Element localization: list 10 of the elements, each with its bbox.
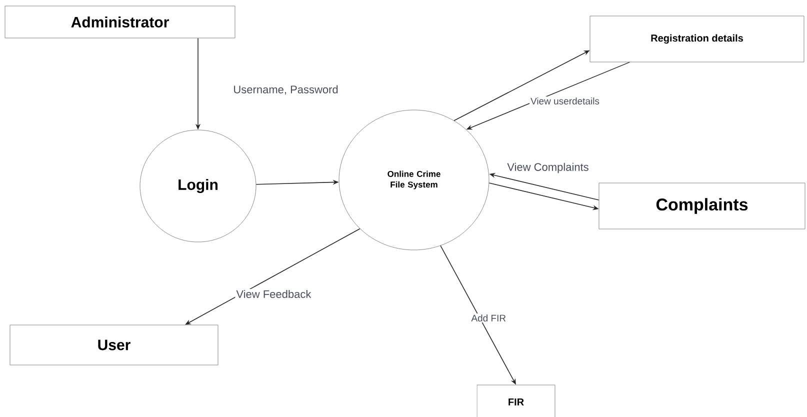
entity-box: Registration details [590, 16, 804, 62]
entity-box: User [10, 324, 218, 366]
edge-label: View Feedback [235, 288, 312, 300]
entity-box: FIR [476, 384, 556, 417]
edge-label: View userdetails [530, 96, 600, 106]
entity-box: Complaints [598, 182, 806, 230]
edge-label: Add FIR [470, 314, 508, 322]
entity-box: Administrator [4, 6, 236, 38]
edge-label: Username, Password [232, 84, 340, 96]
edge-label: View Complaints [506, 162, 590, 174]
